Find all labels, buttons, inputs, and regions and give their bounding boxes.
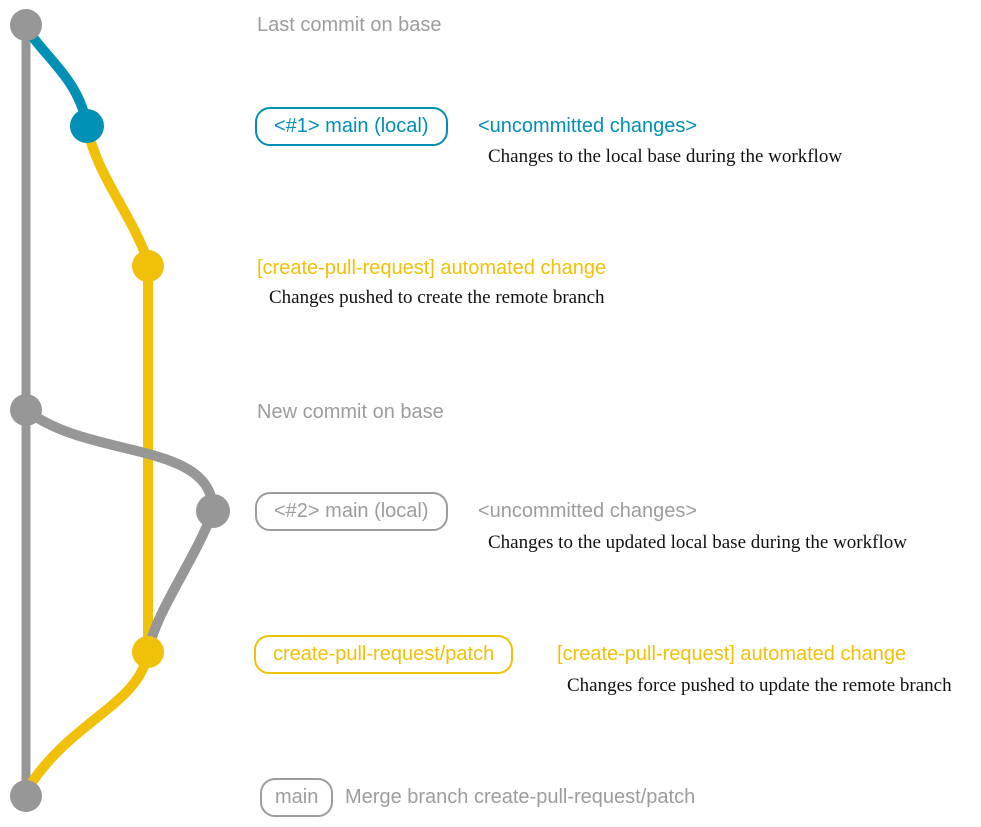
merge-commit-title: Merge branch create-pull-request/patch (345, 786, 696, 808)
commit-note-automated-1: Changes pushed to create the remote bran… (269, 287, 605, 308)
branch-tag-main-local-1: <#1> main (local) (255, 107, 448, 146)
commit-note-automated-2: Changes force pushed to update the remot… (567, 675, 952, 696)
branch-tag-main: main (260, 778, 334, 817)
commit-dot-main-local-1 (70, 109, 104, 143)
base-to-main2-curve (21, 405, 218, 516)
branch-tag-main-local-2: <#2> main (local) (255, 492, 448, 531)
patch-merge-curve (22, 647, 153, 795)
commit-dot-main-local-2 (196, 494, 230, 528)
git-graph (10, 9, 230, 812)
commit-dot-patch-1 (132, 250, 164, 282)
new-commit-on-base-label: New commit on base (257, 401, 444, 423)
commit-dot-merge (10, 780, 42, 812)
commit-title-uncommitted-1: <uncommitted changes> (478, 115, 698, 137)
main-local-branch-curve (21, 20, 91, 127)
commit-title-uncommitted-2: <uncommitted changes> (478, 500, 698, 522)
commit-dot-last-base (10, 9, 42, 41)
commit-title-automated-1: [create-pull-request] automated change (257, 257, 607, 279)
commit-note-uncommitted-2: Changes to the updated local base during… (488, 532, 907, 553)
branch-tag-patch: create-pull-request/patch (254, 635, 514, 674)
commit-dot-patch-2 (132, 636, 164, 668)
main2-to-patch-curve (144, 506, 218, 653)
patch-branch-line (82, 121, 153, 657)
commit-dot-new-base (10, 394, 42, 426)
last-commit-on-base-label: Last commit on base (257, 14, 442, 36)
commit-title-automated-2: [create-pull-request] automated change (557, 643, 907, 665)
commit-note-uncommitted-1: Changes to the local base during the wor… (488, 146, 843, 167)
